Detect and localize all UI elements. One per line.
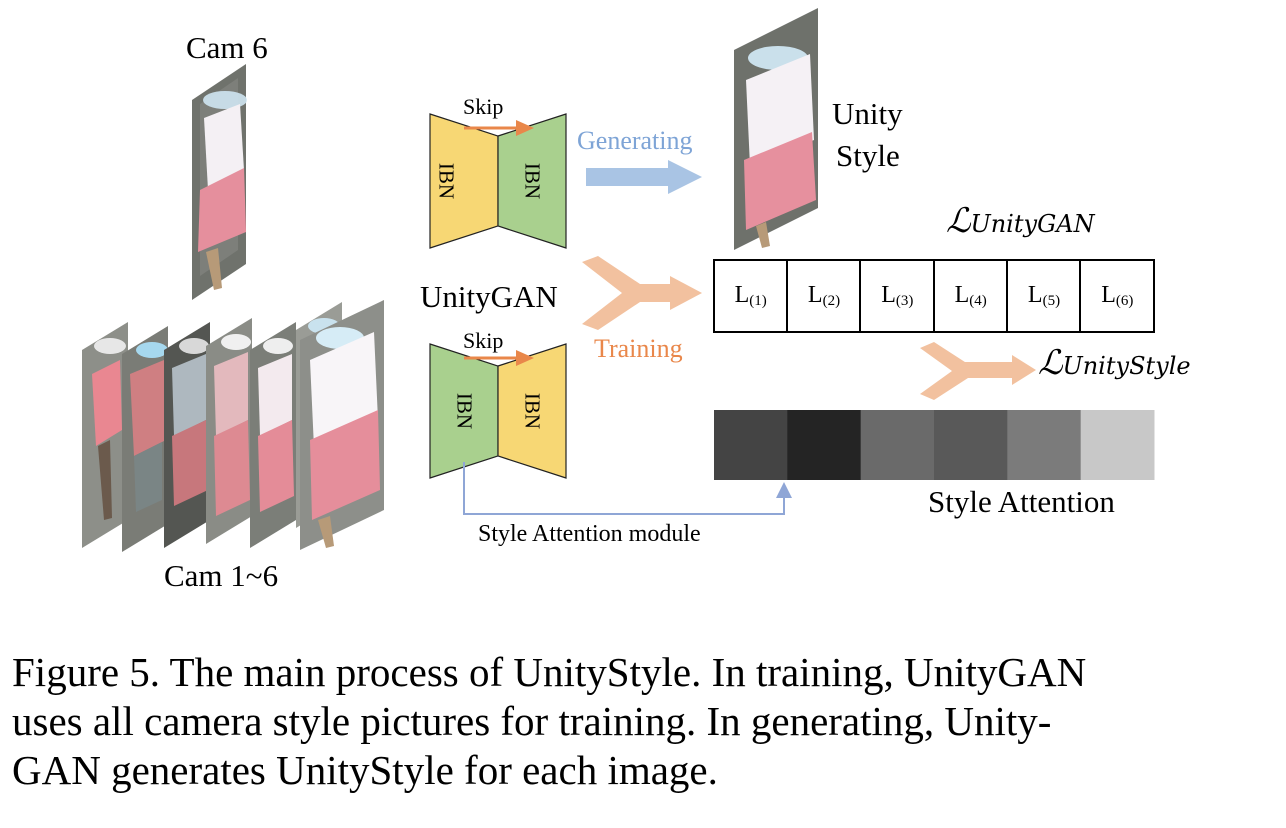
generating-label: Generating xyxy=(577,126,693,155)
loss-cells xyxy=(713,259,1155,333)
unitystyle-arrow xyxy=(920,342,1036,400)
training-label: Training xyxy=(594,334,683,363)
style-attention-bar xyxy=(714,410,1155,480)
loss-unitystyle-subscript: UnityStyle xyxy=(1062,352,1191,380)
unitygan-label: UnityGAN xyxy=(420,279,558,314)
style-attention-cell xyxy=(860,410,935,480)
style-attention-module-label: Style Attention module xyxy=(478,521,701,547)
unity-style-image xyxy=(734,8,818,250)
unity-style-label-line2: Style xyxy=(836,138,900,173)
loss-cell-subscript: (4) xyxy=(969,293,987,309)
ibn-label-bottom-left: IBN xyxy=(452,392,477,430)
loss-cell-label: L(6) xyxy=(1101,283,1133,309)
style-attention-cell xyxy=(934,410,1008,480)
style-attention-cell xyxy=(1080,410,1155,480)
style-attention-cell xyxy=(714,410,788,480)
loss-cell-main: L xyxy=(954,282,970,308)
generator-bottom-decoder xyxy=(497,343,567,479)
generator-top-decoder xyxy=(497,113,567,249)
unity-style-label-line1: Unity xyxy=(832,96,903,131)
cam1to6-images xyxy=(82,300,384,552)
loss-cell-subscript: (1) xyxy=(749,293,767,309)
generator-top xyxy=(429,113,567,249)
skip-arrowhead-bottom xyxy=(516,350,534,366)
skip-label-top: Skip xyxy=(463,94,504,119)
generator-bottom xyxy=(429,343,567,479)
loss-cell-main: L xyxy=(881,282,896,308)
caption-line-1: Figure 5. The main process of UnityStyle… xyxy=(12,649,1087,695)
loss-cell-label: L(1) xyxy=(735,283,767,309)
figure-caption: Figure 5. The main process of UnityStyle… xyxy=(12,648,1274,796)
generating-arrow xyxy=(586,160,702,194)
cam6-image xyxy=(192,64,247,300)
loss-cell-main: L xyxy=(1101,282,1116,308)
style-attention-label: Style Attention xyxy=(928,484,1115,519)
process-diagram xyxy=(82,8,1155,552)
style-attention-connector xyxy=(463,462,792,515)
loss-cell-subscript: (6) xyxy=(1115,293,1134,309)
training-arrow xyxy=(582,256,702,330)
loss-cell-label: L(2) xyxy=(808,283,840,309)
ibn-label-bottom-right: IBN xyxy=(520,392,545,430)
caption-line-3: GAN generates UnityStyle for each image. xyxy=(12,747,718,794)
loss-unitygan-label: ℒUnityGAN xyxy=(946,204,1095,239)
loss-cell-label: L(3) xyxy=(881,283,913,309)
style-attention-cell xyxy=(1007,410,1082,480)
skip-arrowhead-top xyxy=(516,120,534,136)
loss-unitystyle-symbol: ℒ xyxy=(1038,343,1063,383)
loss-unitygan-subscript: UnityGAN xyxy=(970,210,1095,238)
loss-cell-subscript: (5) xyxy=(1042,293,1061,309)
loss-unitygan-symbol: ℒ xyxy=(946,201,971,241)
loss-unitystyle-label: ℒUnityStyle xyxy=(1038,346,1191,381)
cam6-label: Cam 6 xyxy=(186,30,268,65)
style-attention-cell xyxy=(787,410,862,480)
loss-cell-label: L(5) xyxy=(1028,283,1060,309)
loss-cell-main: L xyxy=(807,282,823,308)
loss-cell-label: L(4) xyxy=(955,283,987,309)
loss-cell-subscript: (3) xyxy=(895,293,914,309)
ibn-label-top-left: IBN xyxy=(434,162,459,200)
ibn-label-top-right: IBN xyxy=(520,162,545,200)
cam1to6-label: Cam 1~6 xyxy=(164,558,279,593)
loss-cell-main: L xyxy=(1027,282,1043,308)
caption-line-2: uses all camera style pictures for train… xyxy=(12,698,1052,745)
loss-cell-subscript: (2) xyxy=(822,293,841,309)
loss-cell-main: L xyxy=(734,282,750,308)
skip-label-bottom: Skip xyxy=(463,328,504,353)
